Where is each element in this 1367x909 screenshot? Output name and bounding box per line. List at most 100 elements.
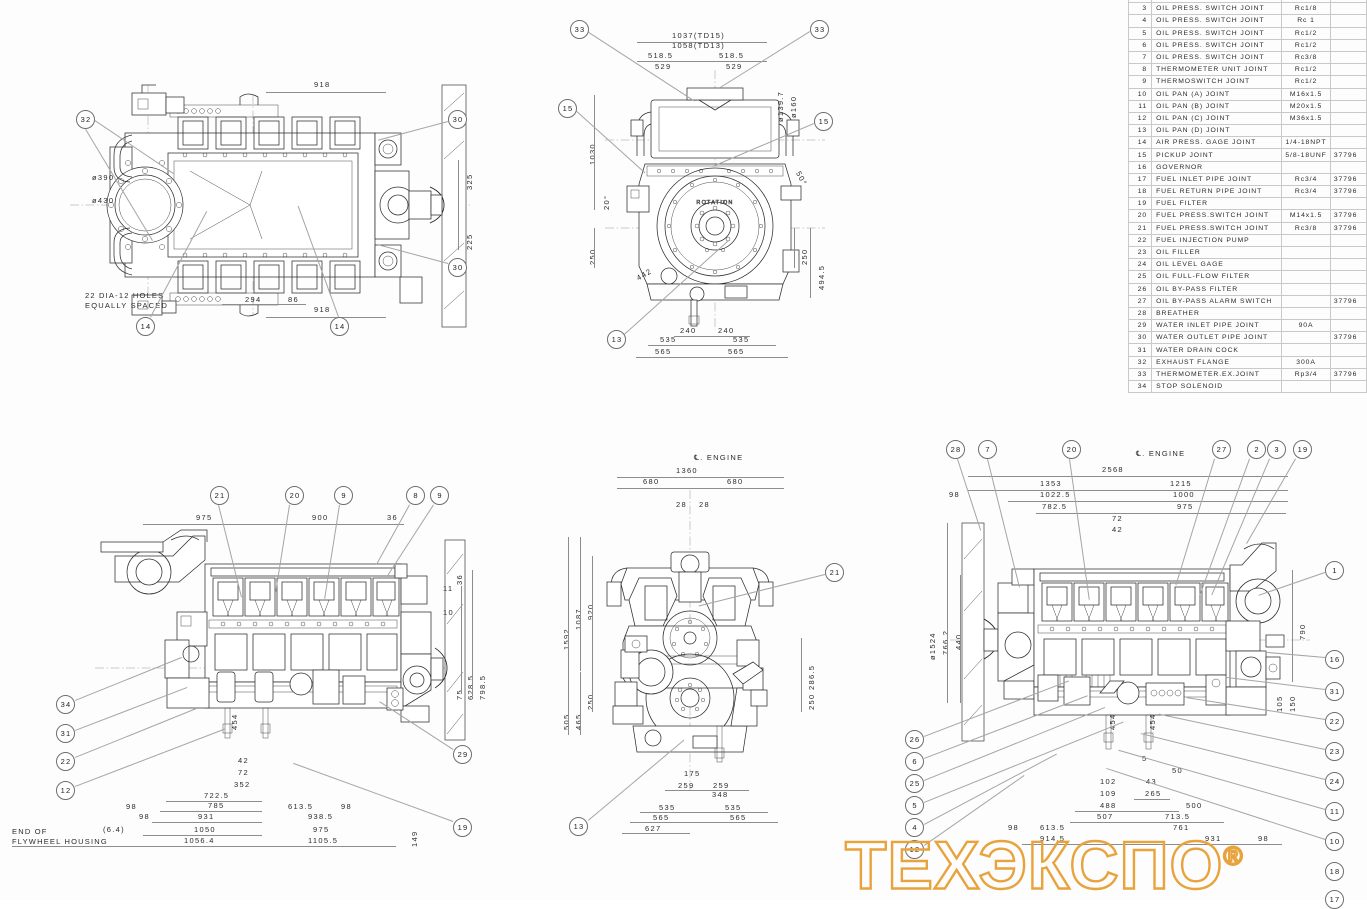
balloon-sr-6[interactable]: 6 bbox=[905, 752, 924, 771]
parts-cell-code bbox=[1330, 160, 1367, 174]
balloon-sr-22[interactable]: 22 bbox=[1325, 712, 1344, 731]
parts-cell-name: FUEL RETURN PIPE JOINT bbox=[1151, 184, 1283, 199]
balloon-top-14b[interactable]: 14 bbox=[330, 317, 349, 336]
parts-cell-name: EXHAUST FLANGE bbox=[1151, 355, 1283, 369]
dim-102: 102 bbox=[1100, 777, 1117, 786]
dim-149: 149 bbox=[410, 830, 419, 847]
dim-1087: 1087 bbox=[574, 608, 583, 630]
balloon-fw-15b[interactable]: 15 bbox=[814, 112, 833, 131]
balloon-sr-18[interactable]: 18 bbox=[1325, 862, 1344, 881]
parts-cell-code bbox=[1330, 306, 1367, 321]
dim-975-right: 975 bbox=[1177, 502, 1194, 511]
balloon-sl-29[interactable]: 29 bbox=[453, 745, 472, 764]
balloon-top-14a[interactable]: 14 bbox=[136, 317, 155, 336]
balloon-sr-25[interactable]: 25 bbox=[905, 774, 924, 793]
balloon-sl-20[interactable]: 20 bbox=[285, 486, 304, 505]
balloon-sl-22[interactable]: 22 bbox=[56, 752, 75, 771]
balloon-sl-8[interactable]: 8 bbox=[406, 486, 425, 505]
dimline-465 bbox=[580, 672, 581, 735]
parts-cell-no: 17 bbox=[1127, 172, 1153, 187]
dimline-250-front bbox=[592, 672, 593, 712]
dim-931: 931 bbox=[198, 812, 215, 821]
dimline-259 bbox=[665, 790, 749, 791]
balloon-sr-24[interactable]: 24 bbox=[1325, 772, 1344, 791]
balloon-sr-2[interactable]: 2 bbox=[1247, 440, 1266, 459]
parts-cell-name: WATER DRAIN COCK bbox=[1151, 343, 1283, 357]
leader-sr-12 bbox=[924, 775, 1025, 846]
dim-613-5: 613.5 bbox=[288, 802, 314, 811]
parts-cell-no: 26 bbox=[1127, 282, 1153, 296]
balloon-fw-13[interactable]: 13 bbox=[607, 330, 626, 349]
balloon-front-21[interactable]: 21 bbox=[825, 563, 844, 582]
parts-cell-name: OIL BY-PASS FILTER bbox=[1151, 282, 1283, 296]
balloon-sr-23[interactable]: 23 bbox=[1325, 742, 1344, 761]
view-flywheel-end: ROTATION bbox=[605, 70, 825, 330]
balloon-fw-15a[interactable]: 15 bbox=[558, 99, 577, 118]
dim-dia160: ø160 bbox=[789, 95, 798, 118]
balloon-front-13[interactable]: 13 bbox=[569, 817, 588, 836]
balloon-sr-16[interactable]: 16 bbox=[1325, 650, 1344, 669]
parts-cell-name: THERMOSWITCH JOINT bbox=[1151, 75, 1283, 89]
balloon-sl-34[interactable]: 34 bbox=[56, 695, 75, 714]
balloon-sr-20[interactable]: 20 bbox=[1062, 440, 1081, 459]
dimline-680 bbox=[617, 488, 784, 489]
dim-1037: 1037(TD15) bbox=[672, 31, 726, 40]
dimline-900 bbox=[271, 524, 389, 525]
balloon-top-30b[interactable]: 30 bbox=[448, 258, 467, 277]
balloon-sr-12[interactable]: 12 bbox=[905, 840, 924, 859]
dim-36-v: 36 bbox=[455, 574, 464, 585]
balloon-sl-21[interactable]: 21 bbox=[210, 486, 229, 505]
balloon-sr-10[interactable]: 10 bbox=[1325, 832, 1344, 851]
note-flywheel-line2: FLYWHEEL HOUSING bbox=[12, 837, 108, 846]
parts-cell-no: 24 bbox=[1127, 258, 1153, 272]
leader-sl-12 bbox=[75, 728, 225, 787]
balloon-sr-27[interactable]: 27 bbox=[1212, 440, 1231, 459]
balloon-top-30a[interactable]: 30 bbox=[448, 110, 467, 129]
balloon-sr-11[interactable]: 11 bbox=[1325, 802, 1344, 821]
balloon-sr-19[interactable]: 19 bbox=[1293, 440, 1312, 459]
balloon-sr-28[interactable]: 28 bbox=[946, 440, 965, 459]
balloon-fw-33b[interactable]: 33 bbox=[810, 20, 829, 39]
parts-cell-spec: M20x1.5 bbox=[1281, 99, 1331, 113]
balloon-sl-12[interactable]: 12 bbox=[56, 781, 75, 800]
dim-565-right: 565 bbox=[728, 347, 745, 356]
balloon-sl-9a[interactable]: 9 bbox=[334, 486, 353, 505]
dimline-918-top bbox=[266, 92, 386, 93]
parts-cell-no: 5 bbox=[1127, 26, 1153, 40]
parts-cell-name: OIL PRESS. SWITCH JOINT bbox=[1151, 26, 1283, 40]
parts-cell-spec: Rc1/2 bbox=[1281, 63, 1331, 77]
balloon-fw-33a[interactable]: 33 bbox=[570, 20, 589, 39]
balloon-sl-19[interactable]: 19 bbox=[453, 818, 472, 837]
balloon-sr-7[interactable]: 7 bbox=[978, 440, 997, 459]
balloon-sr-26[interactable]: 26 bbox=[905, 730, 924, 749]
parts-cell-name: OIL PRESS. SWITCH JOINT bbox=[1151, 50, 1283, 65]
dim-1050: 1050 bbox=[194, 825, 216, 834]
balloon-sr-1[interactable]: 1 bbox=[1325, 561, 1344, 580]
dimline-565-front bbox=[630, 822, 778, 823]
dim-240-right: 240 bbox=[718, 326, 735, 335]
dim-914-5: 914.5 bbox=[1040, 834, 1066, 843]
dim-dia139-7: ø139.7 bbox=[776, 90, 785, 122]
parts-cell-code: 37796 bbox=[1330, 367, 1367, 382]
dimline-86 bbox=[278, 304, 306, 305]
balloon-sl-31[interactable]: 31 bbox=[56, 724, 75, 743]
balloon-top-32[interactable]: 32 bbox=[76, 110, 95, 129]
balloon-sl-9b[interactable]: 9 bbox=[430, 486, 449, 505]
dim-500: 500 bbox=[1186, 801, 1203, 810]
dim-36-top: 36 bbox=[387, 513, 398, 522]
balloon-sr-5[interactable]: 5 bbox=[905, 796, 924, 815]
dimline-722-5 bbox=[166, 801, 262, 802]
balloon-sr-31[interactable]: 31 bbox=[1325, 682, 1344, 701]
balloon-sr-3[interactable]: 3 bbox=[1267, 440, 1286, 459]
balloon-sr-4[interactable]: 4 bbox=[905, 818, 924, 837]
dimline-250-front-right bbox=[801, 672, 802, 712]
dim-627: 627 bbox=[645, 824, 662, 833]
dim-918-top: 918 bbox=[314, 80, 331, 89]
parts-cell-spec: M16x1.5 bbox=[1281, 87, 1331, 101]
dim-dia430: ø430 bbox=[92, 196, 115, 205]
